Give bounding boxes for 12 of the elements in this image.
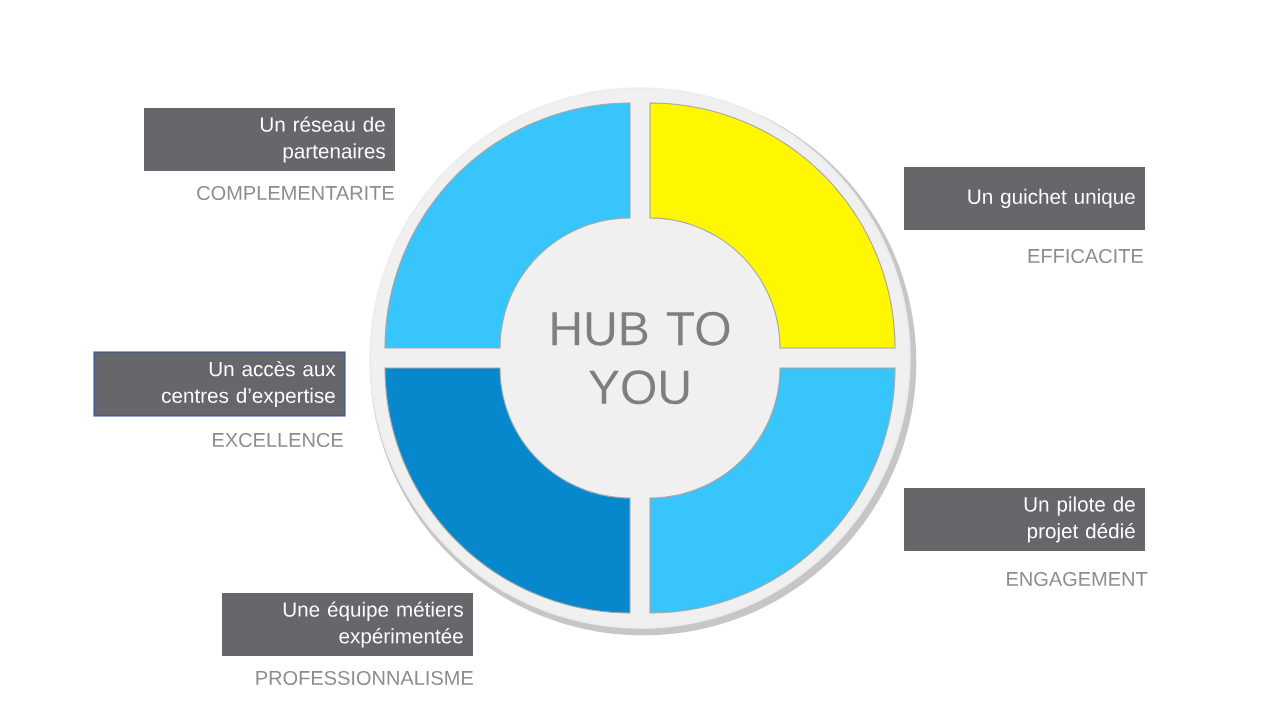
label-box: Un pilote de projet dédié bbox=[904, 488, 1145, 551]
keyword-label: EXCELLENCE bbox=[213, 432, 343, 448]
label-box: Un réseau de partenaires bbox=[144, 108, 395, 171]
keyword-label: PROFESSIONNALISME bbox=[256, 670, 473, 686]
keyword-label: EFFICACITE bbox=[1028, 248, 1143, 264]
label-box: Un guichet unique bbox=[904, 167, 1145, 230]
label-box: Une équipe métiers expérimentée bbox=[222, 593, 473, 656]
center-title: HUB TO YOU bbox=[552, 311, 730, 405]
label-box: Un accès aux centres d’expertise bbox=[93, 351, 346, 417]
keyword-label: ENGAGEMENT bbox=[1007, 571, 1148, 587]
keyword-label: COMPLEMENTARITE bbox=[197, 185, 394, 201]
ring-segment bbox=[649, 102, 896, 349]
